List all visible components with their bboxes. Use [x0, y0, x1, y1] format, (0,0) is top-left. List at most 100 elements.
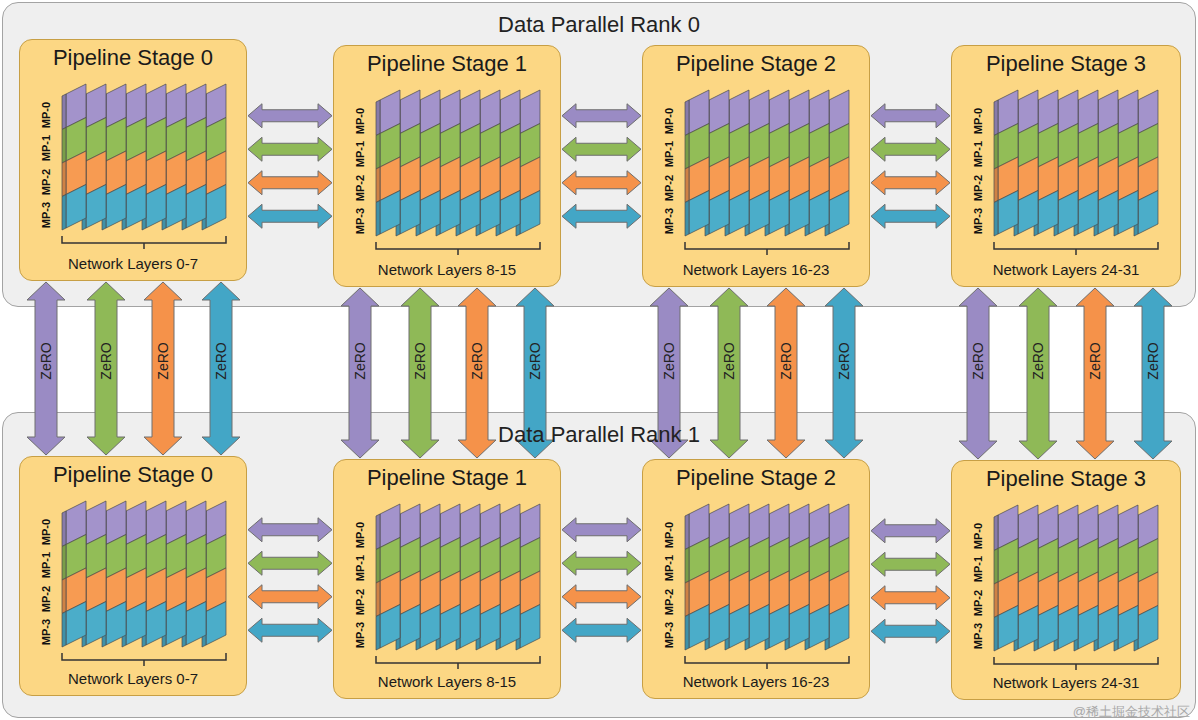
layer-side [380, 191, 400, 235]
layer-side [166, 185, 186, 229]
layer-edge [376, 100, 380, 136]
layer-side [1138, 191, 1158, 235]
layer-side [480, 605, 500, 649]
layer-bracket [376, 242, 540, 255]
layer-side [1058, 606, 1078, 650]
model-parallel-label: MP-3 [354, 622, 366, 648]
layer-edge [62, 195, 66, 231]
layer-side [106, 602, 126, 646]
layer-side [380, 605, 400, 649]
model-parallel-label: MP-0 [663, 108, 675, 134]
layer-stack-illustration [952, 461, 1180, 699]
layer-side [1078, 606, 1098, 650]
layer-side [709, 605, 729, 649]
mp-label-holder: MP-2 [978, 184, 1004, 202]
model-parallel-label: MP-0 [663, 522, 675, 548]
model-parallel-label: MP-0 [40, 102, 52, 128]
mp-label-holder: MP-0 [46, 528, 72, 546]
mp-label-holder: MP-3 [978, 632, 1004, 650]
layer-side [689, 605, 709, 649]
model-parallel-label: MP-3 [40, 619, 52, 645]
mp-label-holder: MP-1 [978, 565, 1004, 583]
layer-side [146, 602, 166, 646]
layer-side [1018, 606, 1038, 650]
layer-side [1038, 191, 1058, 235]
model-parallel-label: MP-0 [972, 108, 984, 134]
stage-title: Pipeline Stage 2 [676, 51, 836, 77]
layer-stack-illustration [952, 46, 1180, 286]
layer-side [126, 602, 146, 646]
model-parallel-label: MP-0 [40, 519, 52, 545]
model-parallel-label: MP-1 [663, 555, 675, 581]
layer-range: Network Layers 0-7 [68, 255, 198, 272]
layer-side [460, 605, 480, 649]
layer-side [500, 605, 520, 649]
layer-edge [994, 582, 998, 618]
stage-title: Pipeline Stage 1 [367, 51, 527, 77]
layer-edge [685, 581, 689, 617]
watermark-holder: @稀土掘金技术社区 [1073, 702, 1190, 720]
stage-title: Pipeline Stage 0 [53, 462, 213, 488]
layer-edge [685, 167, 689, 203]
layer-edge [62, 578, 66, 614]
layer-side [1118, 606, 1138, 650]
layer-side [86, 185, 106, 229]
model-parallel-label: MP-0 [972, 523, 984, 549]
layer-edge [62, 612, 66, 648]
layer-bracket [685, 242, 849, 255]
layer-side [166, 602, 186, 646]
layer-side [420, 605, 440, 649]
mp-label-holder: MP-0 [978, 532, 1004, 550]
layer-side [480, 191, 500, 235]
model-parallel-label: MP-3 [40, 202, 52, 228]
layer-side [186, 602, 206, 646]
model-parallel-label: MP-2 [40, 169, 52, 195]
pipeline-stage-box: Pipeline Stage 1Network Layers 8-15MP-0M… [333, 459, 561, 699]
layer-edge [62, 545, 66, 581]
layer-edge [376, 581, 380, 617]
model-parallel-label: MP-1 [354, 555, 366, 581]
model-parallel-label: MP-1 [972, 556, 984, 582]
mp-label-holder: MP-0 [360, 117, 386, 135]
layer-side [1098, 191, 1118, 235]
layer-side [769, 605, 789, 649]
layer-side [66, 602, 86, 646]
model-parallel-label: MP-3 [663, 622, 675, 648]
mp-label-holder: MP-3 [46, 211, 72, 229]
mp-label-holder: MP-0 [360, 531, 386, 549]
model-parallel-label: MP-2 [40, 586, 52, 612]
pipeline-stage-box: Pipeline Stage 3Network Layers 24-31MP-0… [951, 45, 1181, 287]
mp-label-holder: MP-2 [46, 178, 72, 196]
layer-edge [994, 134, 998, 170]
layer-side [206, 185, 226, 229]
layer-bracket [62, 236, 226, 249]
layer-side [998, 191, 1018, 235]
layer-side [729, 191, 749, 235]
layer-stack-illustration [334, 46, 560, 286]
mp-label-holder: MP-2 [46, 595, 72, 613]
layer-side [1078, 191, 1098, 235]
layer-edge [62, 161, 66, 197]
model-parallel-label: MP-2 [972, 590, 984, 616]
layer-side [1138, 606, 1158, 650]
layer-side [749, 605, 769, 649]
layer-stack-illustration [643, 46, 869, 286]
layer-side [1018, 191, 1038, 235]
layer-side [689, 191, 709, 235]
layer-side [66, 185, 86, 229]
model-parallel-label: MP-1 [972, 141, 984, 167]
layer-side [1098, 606, 1118, 650]
model-parallel-label: MP-2 [354, 589, 366, 615]
layer-side [520, 605, 540, 649]
model-parallel-label: MP-3 [663, 208, 675, 234]
layer-edge [376, 548, 380, 584]
layer-edge [685, 100, 689, 136]
layer-side [998, 606, 1018, 650]
pipeline-stage-box: Pipeline Stage 0Network Layers 0-7MP-0MP… [19, 456, 247, 696]
layer-range: Network Layers 16-23 [683, 673, 830, 690]
mp-label-holder: MP-1 [46, 144, 72, 162]
mp-label-holder: MP-0 [669, 117, 695, 135]
layer-side [829, 605, 849, 649]
layer-stack-illustration [643, 460, 869, 698]
